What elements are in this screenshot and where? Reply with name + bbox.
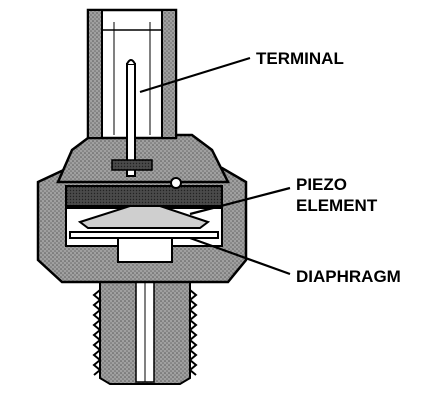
- threaded-port: [92, 261, 198, 385]
- piezo-label-line2: ELEMENT: [296, 196, 378, 215]
- terminal-leader-line: [139, 56, 251, 94]
- piezo-leader-line: [189, 186, 291, 216]
- diaphragm-leader-line: [189, 236, 291, 276]
- diaphragm: [69, 231, 219, 263]
- terminal-label: TERMINAL: [256, 49, 344, 68]
- piezo-element: [77, 205, 211, 229]
- terminal-pin: [111, 59, 153, 177]
- diaphragm-label: DIAPHRAGM: [296, 267, 401, 286]
- piezo-label-line1: PIEZO: [296, 175, 347, 194]
